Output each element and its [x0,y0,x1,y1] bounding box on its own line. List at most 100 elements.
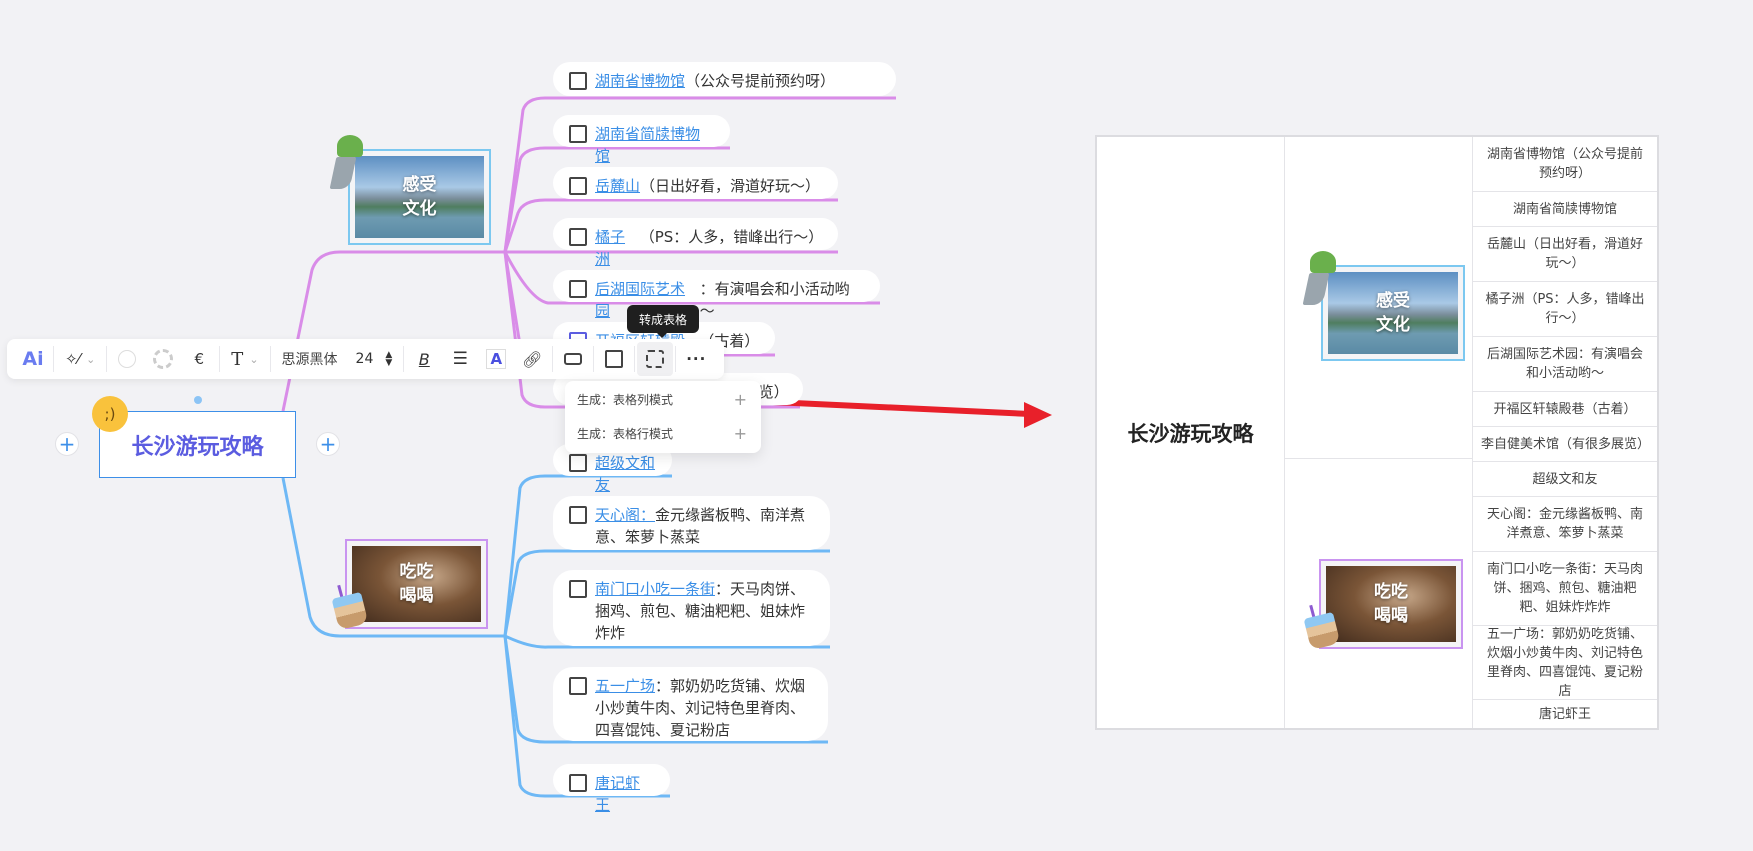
item-note: 金元缘酱板鸭、南洋煮意、笨萝卜蒸菜 [595,506,806,546]
table-group-culture[interactable]: 感受 文化 [1285,137,1472,459]
add-left-node-button[interactable]: + [55,432,79,456]
group-label: 文化 [1376,315,1410,335]
checkbox[interactable] [569,580,587,598]
image-icon [605,350,624,368]
ai-icon: Ai [22,348,44,370]
fill-color-button[interactable] [109,339,145,379]
magic-style-button[interactable]: ✧⁄⌄ [56,339,104,379]
item-link[interactable]: 五一广场 [595,677,656,695]
border-style-button[interactable] [145,339,181,379]
branch-node-food[interactable]: 吃吃 喝喝 [345,539,488,629]
align-button[interactable]: ☰ [442,339,478,379]
tooltip-text: 转成表格 [638,312,687,327]
list-item[interactable]: 岳麓山（日出好看，滑道好玩～） [553,167,838,199]
item-link[interactable]: 岳麓山 [595,177,641,195]
table-cell[interactable]: 湖南省简牍博物馆 [1473,192,1657,227]
city-photo: 感受 文化 [1328,272,1458,354]
add-right-node-button[interactable]: + [316,432,340,456]
plus-icon: + [733,423,747,443]
table-title-cell[interactable]: 长沙游玩攻略 [1097,137,1285,728]
table-cell[interactable]: 开福区轩辕殿巷（古着） [1473,392,1657,427]
table-cell[interactable]: 岳麓山（日出好看，滑道好玩～） [1473,227,1657,282]
list-item[interactable]: 后湖国际艺术园：有演唱会和小活动哟～ [553,270,880,320]
checkbox[interactable] [569,454,587,472]
item-note: （PS：人多，错峰出行～） [639,228,824,246]
item-link[interactable]: 天心阁： [595,506,656,524]
item-link[interactable]: 唐记虾王 [595,774,641,814]
table-cell[interactable]: 超级文和友 [1473,462,1657,497]
checkbox[interactable] [569,125,587,143]
wind-chime-icon [329,133,366,193]
group-label: 吃吃 [1374,582,1408,602]
result-table: 长沙游玩攻略 感受 文化 吃吃 喝喝 [1095,135,1659,730]
table-group-food[interactable]: 吃吃 喝喝 [1285,459,1472,728]
checkbox[interactable] [569,177,587,195]
list-item[interactable]: 五一广场：郭奶奶吃货铺、炊烟小炒黄牛肉、刘记特色里脊肉、四喜馄饨、夏记粉店 [553,667,828,741]
text-color-button[interactable]: A [478,339,514,379]
bold-icon: B [418,349,430,369]
format-painter-button[interactable] [555,339,591,379]
fill-color-icon [118,350,137,368]
list-item[interactable]: 湖南省博物馆（公众号提前预约呀） [553,62,896,96]
image-button[interactable] [596,339,632,379]
font-family-select[interactable]: 思源黑体 [273,339,347,379]
menu-item-column-mode[interactable]: 生成：表格列模式+ [565,383,761,415]
list-item[interactable]: 湖南省简牍博物馆 [553,115,730,165]
resize-handle[interactable] [194,396,202,404]
branch-label: 文化 [402,199,437,219]
item-link[interactable]: 后湖国际艺术园 [595,280,686,320]
tooltip: 转成表格 [627,305,699,338]
checkbox[interactable] [569,774,587,792]
item-link[interactable]: 湖南省博物馆 [595,72,686,90]
bubble-tea-icon [331,584,369,631]
bold-button[interactable]: B [406,339,442,379]
item-link[interactable]: 橘子洲 [595,228,626,268]
wind-chime-icon [1302,249,1339,309]
branch-label: 喝喝 [399,586,434,606]
list-item[interactable]: 天心阁：金元缘酱板鸭、南洋煮意、笨萝卜蒸菜 [553,496,830,550]
table-cell[interactable]: 橘子洲（PS：人多，错峰出行～） [1473,282,1657,337]
checkbox[interactable] [569,280,587,298]
list-item[interactable]: 南门口小吃一条街：天马肉饼、捆鸡、煎包、糖油粑粑、姐妹炸炸炸 [553,570,830,646]
text-color-icon: A [486,349,507,369]
list-item[interactable]: 橘子洲 （PS：人多，错峰出行～） [553,218,838,268]
border-style-icon [153,349,174,369]
checkbox[interactable] [569,72,587,90]
group-label: 感受 [1376,291,1410,311]
table-image-culture: 感受 文化 [1321,265,1465,361]
item-link[interactable]: 湖南省简牍博物馆 [595,125,701,165]
list-item[interactable]: 唐记虾王 [553,764,670,814]
item-link[interactable]: 南门口小吃一条街 [595,580,716,598]
table-cell[interactable]: 唐记虾王 [1538,706,1591,722]
checkbox[interactable] [569,228,587,246]
root-node[interactable]: 长沙游玩攻略 [99,411,296,478]
ai-button[interactable]: Ai [15,339,51,379]
arrow [749,398,1033,417]
table-group-column: 感受 文化 吃吃 喝喝 [1285,137,1473,728]
table-cell[interactable]: 南门口小吃一条街：天马肉饼、捆鸡、煎包、糖油粑粑、姐妹炸炸炸 [1473,552,1657,626]
branch-label: 吃吃 [399,562,434,582]
table-cell[interactable]: 天心阁：金元缘酱板鸭、南洋煮意、笨萝卜蒸菜 [1473,497,1657,552]
list-item[interactable]: 超级文和友 [553,444,672,494]
item-note: （公众号提前预约呀） [685,72,836,90]
table-cell[interactable]: 五一广场：郭奶奶吃货铺、炊烟小炒黄牛肉、刘记特色里脊肉、四喜馄饨、夏记粉店 [1473,626,1657,700]
line-color-button[interactable]: € [181,339,217,379]
branch-node-culture[interactable]: 感受 文化 [348,149,491,245]
convert-table-button[interactable] [637,342,674,376]
menu-item-row-mode[interactable]: 生成：表格行模式+ [565,417,761,449]
more-icon: ··· [686,350,707,368]
table-cell[interactable]: 李自健美术馆（有很多展览） [1473,427,1657,462]
font-size-stepper[interactable]: 24▲▼ [347,339,402,379]
stepper-arrows-icon: ▲▼ [385,350,393,368]
link-button[interactable]: 🔗︎ [514,339,550,379]
chevron-down-icon: ⌄ [249,352,259,366]
checkbox[interactable] [569,677,587,695]
table-cell[interactable]: 后湖国际艺术园：有演唱会和小活动哟～ [1473,337,1657,392]
text-style-button[interactable]: T⌄ [222,339,267,379]
table-item-column: 湖南省博物馆（公众号提前预约呀） 湖南省简牍博物馆 岳麓山（日出好看，滑道好玩～… [1473,137,1657,728]
checkbox[interactable] [569,506,587,524]
more-button[interactable]: ··· [678,339,714,379]
item-link[interactable]: 超级文和友 [595,454,656,494]
table-cell[interactable]: 湖南省博物馆（公众号提前预约呀） [1473,137,1657,192]
